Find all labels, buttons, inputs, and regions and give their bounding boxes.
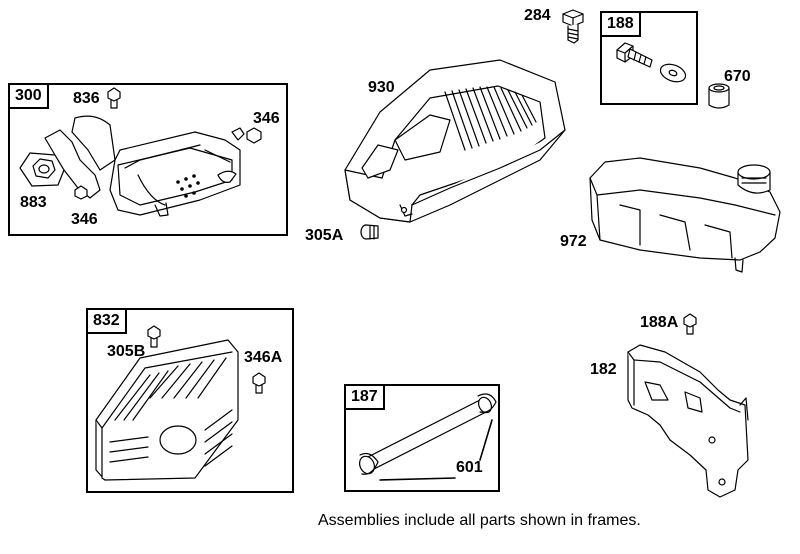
- assembly-tag-300: 300: [8, 83, 49, 109]
- screw-346-right: [246, 127, 262, 144]
- bolt-284: [562, 9, 584, 44]
- label-836: 836: [73, 90, 100, 107]
- assembly-tag-187: 187: [344, 384, 385, 410]
- label-930: 930: [368, 79, 395, 96]
- label-305B: 305B: [107, 343, 146, 360]
- assembly-frame-188: 188: [600, 11, 698, 105]
- label-182: 182: [590, 361, 617, 378]
- cover-930: [344, 59, 566, 223]
- assembly-tag-188: 188: [600, 11, 641, 37]
- label-284: 284: [524, 7, 551, 24]
- label-972: 972: [560, 233, 587, 250]
- label-346-right: 346: [253, 110, 280, 127]
- label-346A: 346A: [244, 349, 283, 366]
- assembly-note: Assemblies include all parts shown in fr…: [318, 512, 641, 529]
- screw-188A: [683, 313, 697, 335]
- muffler-300: [19, 115, 245, 217]
- screw-346A: [252, 372, 266, 394]
- label-346-left: 346: [71, 211, 98, 228]
- screw-305B: [147, 325, 161, 348]
- bracket-182: [627, 344, 749, 498]
- assembly-frame-832: 832: [86, 308, 294, 493]
- label-601: 601: [456, 459, 483, 476]
- shoulder-bolt-188: [616, 42, 687, 83]
- assembly-tag-832: 832: [86, 308, 127, 334]
- bushing-670: [708, 83, 730, 109]
- label-670: 670: [724, 68, 751, 85]
- screw-305A: [360, 224, 379, 240]
- fuel-tank-972: [589, 157, 781, 273]
- screw-836: [107, 87, 121, 109]
- label-883: 883: [20, 194, 47, 211]
- label-305A: 305A: [305, 227, 344, 244]
- assembly-frame-187: 187: [344, 384, 500, 492]
- guard-832: [95, 339, 239, 481]
- screw-346-left: [74, 185, 88, 200]
- tube-187: [359, 393, 497, 481]
- assembly-frame-300: 300: [8, 83, 288, 236]
- label-188A: 188A: [640, 314, 679, 331]
